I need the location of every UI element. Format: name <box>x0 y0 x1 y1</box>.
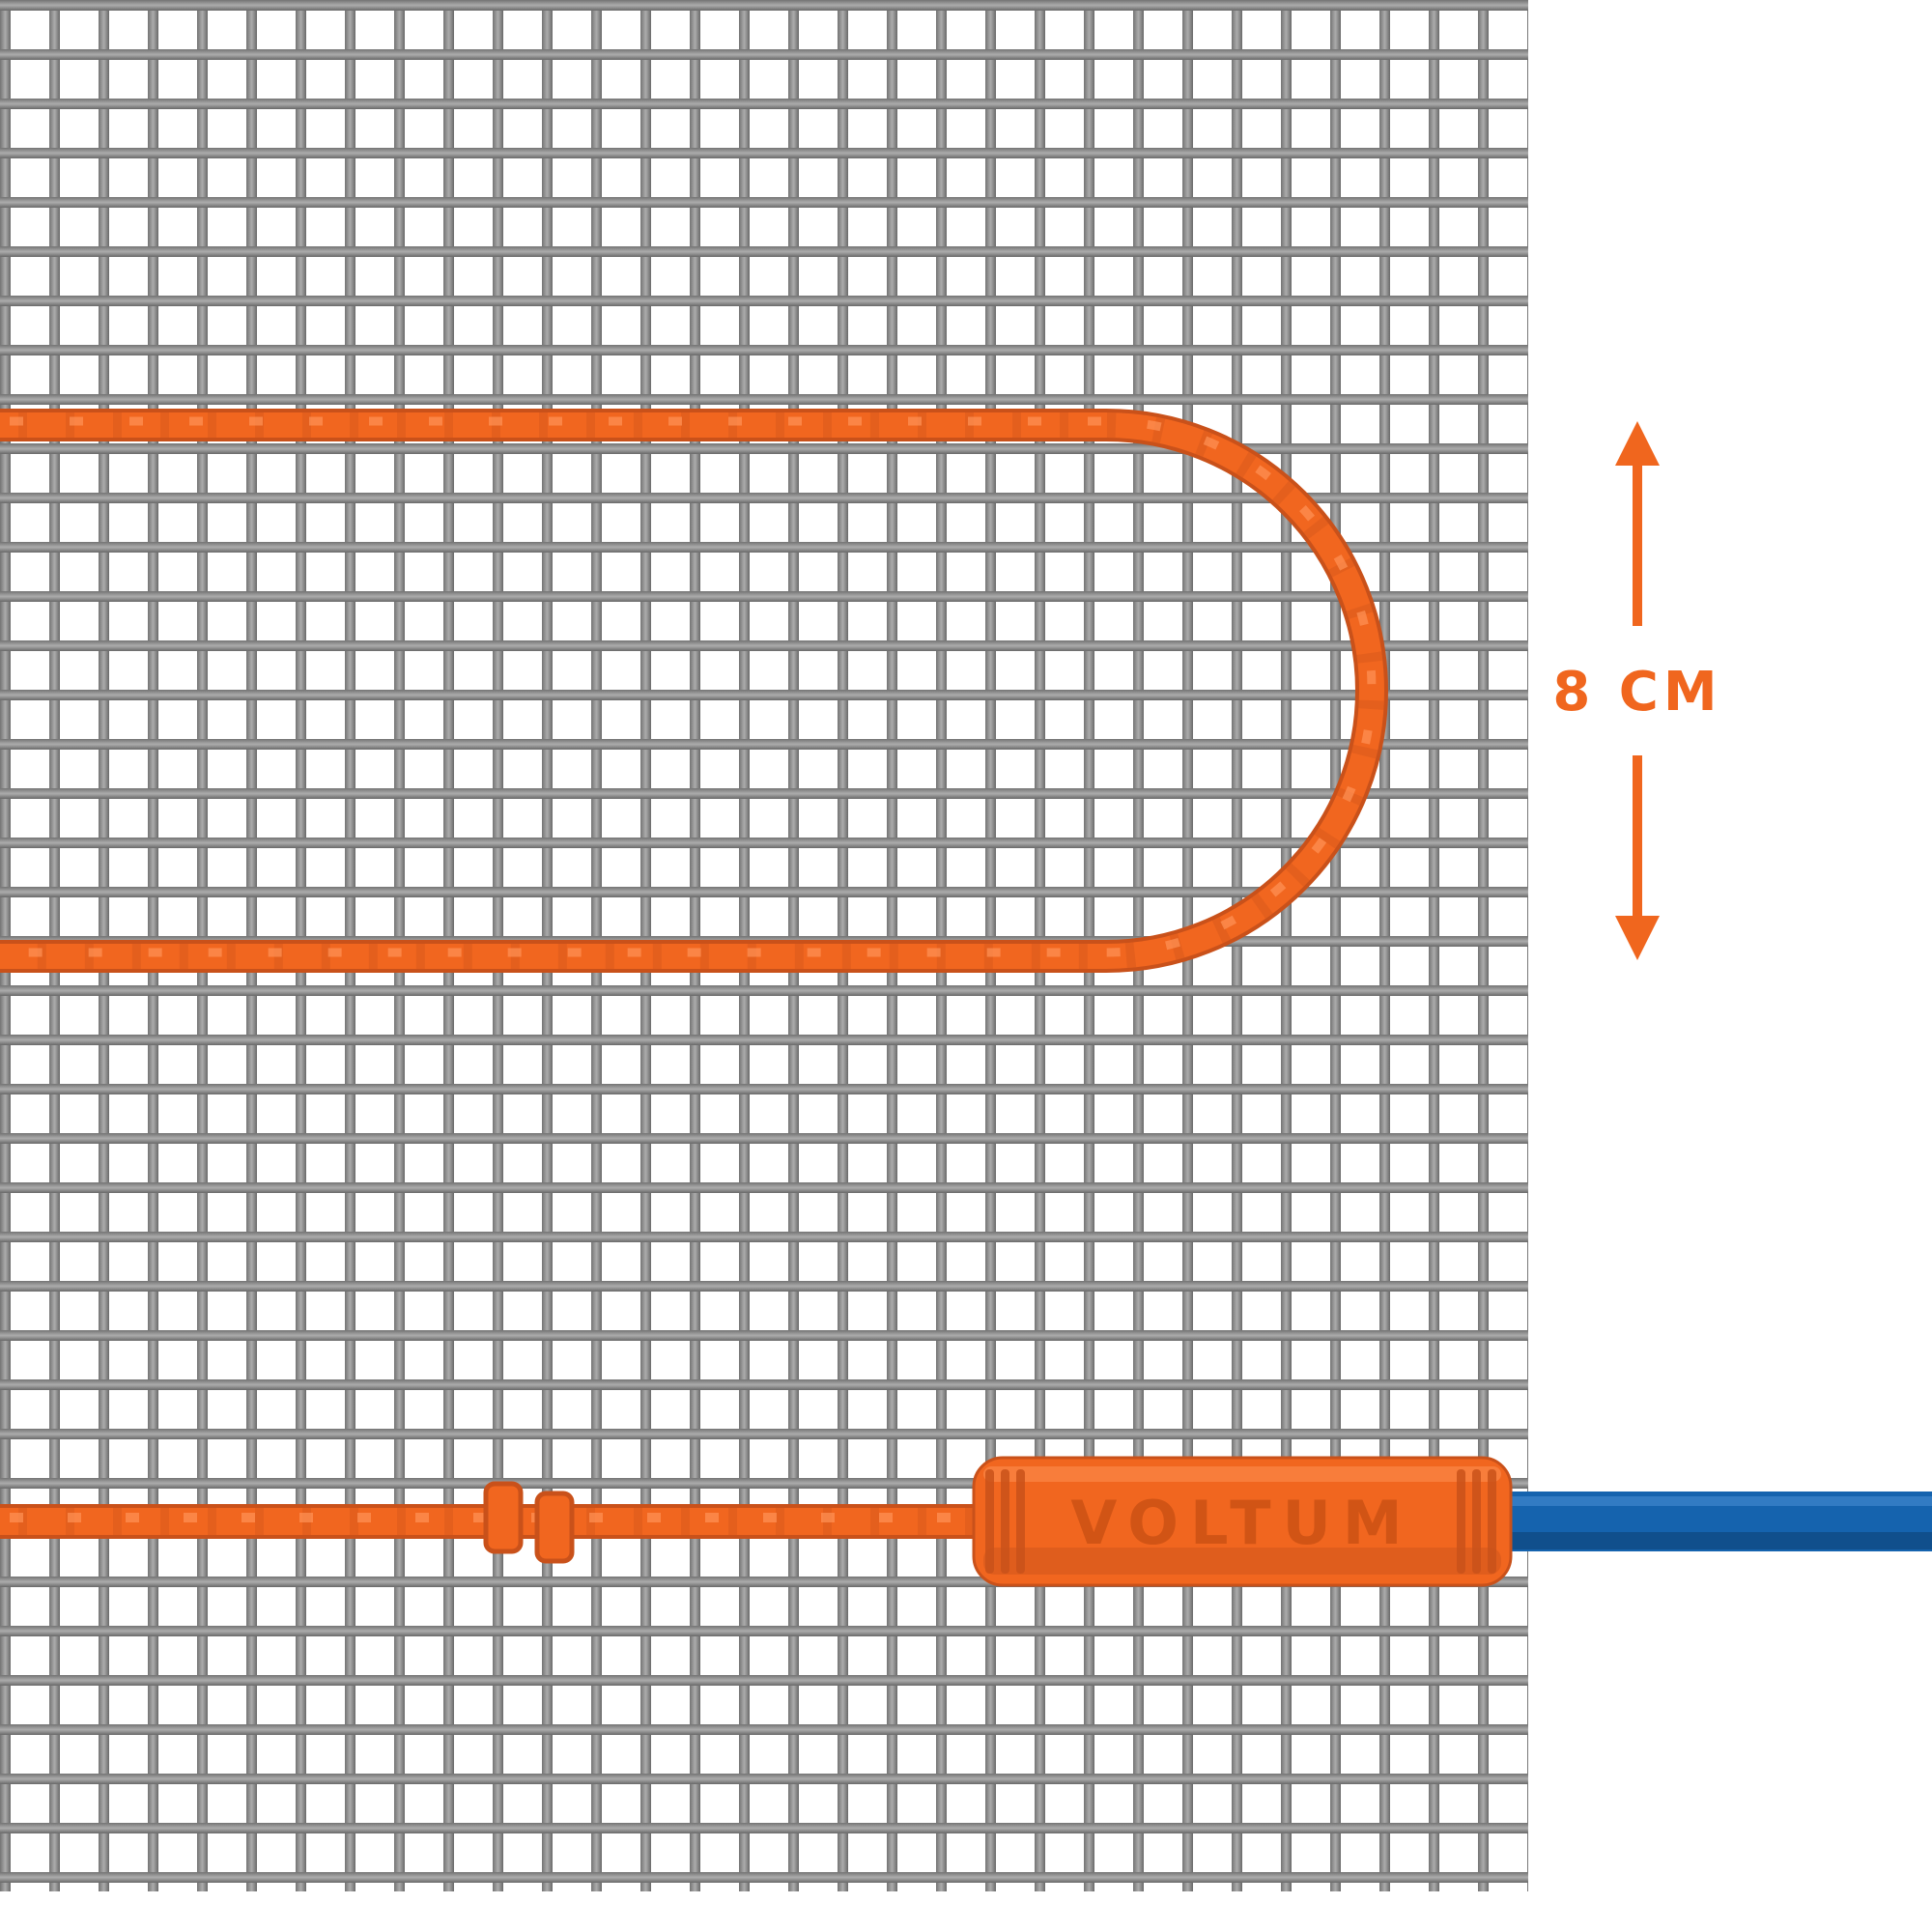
cable-splice-clip-left <box>483 1481 524 1554</box>
connector-rib <box>1457 1469 1465 1574</box>
cable-splice-clip-right <box>534 1491 575 1564</box>
power-connector-bottom-shade <box>983 1548 1501 1575</box>
connector-brand-label: VOLTUM <box>1070 1488 1413 1558</box>
heating-cable-loop <box>0 409 1388 973</box>
connector-rib <box>1472 1469 1481 1574</box>
dimension-label: 8 CM <box>1552 661 1721 724</box>
connector-rib <box>1488 1469 1496 1574</box>
dimension-annotation: 8 CM <box>1552 421 1721 960</box>
dimension-arrow-down-icon <box>1615 916 1660 960</box>
power-connector-top-sheen <box>983 1466 1501 1482</box>
connector-rib <box>1016 1469 1025 1574</box>
cold-tail-cable-shadow <box>1488 1532 1932 1549</box>
connector-rib <box>985 1469 994 1574</box>
heating-cable-braid-overlay <box>0 412 1384 969</box>
cold-tail-cable-highlight <box>1488 1496 1932 1506</box>
power-connector-body <box>972 1456 1513 1587</box>
connector-rib <box>1001 1469 1009 1574</box>
bottom-heating-cable <box>0 1504 1003 1539</box>
dimension-arrow-up-icon <box>1615 421 1660 466</box>
heating-cable-sheen <box>0 416 1377 957</box>
cold-tail-cable <box>1488 1492 1932 1551</box>
power-connector: VOLTUM <box>972 1456 1513 1587</box>
cable-splice-clip <box>483 1481 575 1564</box>
